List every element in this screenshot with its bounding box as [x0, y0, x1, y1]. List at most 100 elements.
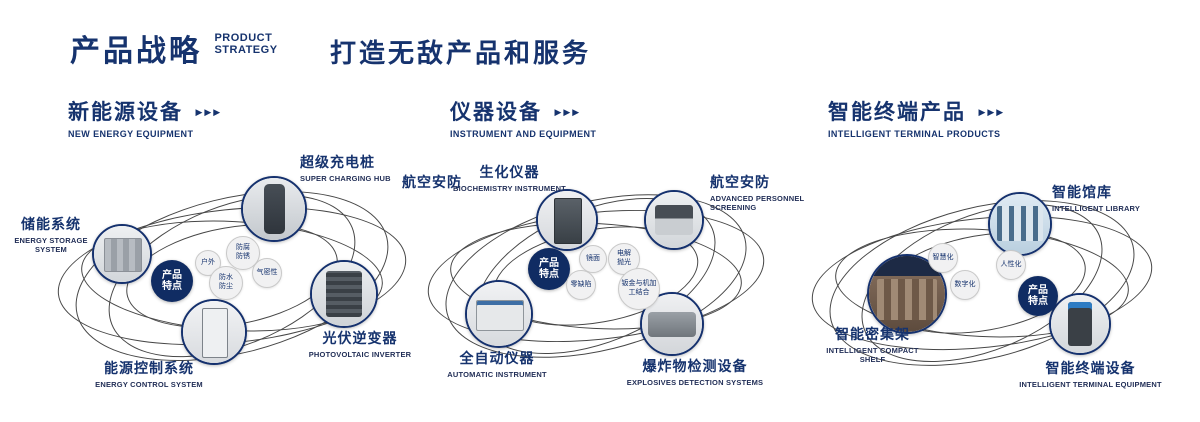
- feature-text: 镜面: [586, 254, 600, 262]
- label-cn: 智能密集架: [835, 326, 910, 342]
- brand-title: 产品战略 PRODUCT STRATEGY: [70, 26, 278, 70]
- product-features-badge: 产品特点: [1018, 276, 1058, 316]
- label-biochemistry-instrument: 生化仪器 BIOCHEMISTRY INSTRUMENT: [452, 162, 567, 193]
- label-en: AUTOMATIC INSTRUMENT: [447, 370, 547, 379]
- node-intelligent-terminal-equipment: [1049, 293, 1111, 355]
- label-intelligent-library: 智能馆库 INTELLIGENT LIBRARY: [1052, 182, 1182, 213]
- slogan: 打造无敌产品和服务: [330, 38, 592, 68]
- label-cn: 航空安防: [402, 174, 462, 190]
- label-photovoltaic-inverter: 光伏逆变器 PHOTOVOLTAIC INVERTER: [300, 328, 420, 359]
- label-en: ADVANCED PERSONNEL SCREENING: [710, 194, 805, 213]
- label-en: ENERGY CONTROL SYSTEM: [95, 380, 203, 389]
- node-intelligent-library: [988, 192, 1052, 256]
- node-energy-control-system: [181, 299, 247, 365]
- page-title-en-line1: PRODUCT: [214, 32, 273, 44]
- page-title-en-line2: STRATEGY: [214, 43, 278, 56]
- feature-text: 气密性: [256, 268, 278, 276]
- label-energy-control-system: 能源控制系统 ENERGY CONTROL SYSTEM: [84, 358, 214, 389]
- node-photovoltaic-inverter: [310, 260, 378, 328]
- label-en: PHOTOVOLTAIC INVERTER: [308, 350, 412, 359]
- badge-text: 产品特点: [1028, 284, 1048, 308]
- feature-bubble: 防腐防锈: [226, 236, 260, 270]
- label-cn: 智能终端设备: [1045, 360, 1136, 376]
- label-energy-storage-system: 储能系统 ENERGY STORAGE SYSTEM: [8, 214, 94, 255]
- label-cn: 储能系统: [21, 216, 81, 232]
- feature-bubble: 智慧化: [928, 243, 958, 273]
- label-cn: 光伏逆变器: [322, 330, 398, 346]
- feature-bubble: 气密性: [252, 258, 282, 288]
- section-title: 智能终端产品: [828, 101, 966, 124]
- product-features-badge: 产品特点: [528, 248, 570, 290]
- label-en: INTELLIGENT COMPACT SHELF: [826, 346, 919, 365]
- node-personnel-screening: [644, 190, 704, 250]
- node-intelligent-compact-shelf: [867, 254, 947, 334]
- section-title: 仪器设备: [450, 101, 542, 124]
- label-personnel-screening: 航空安防 ADVANCED PERSONNEL SCREENING: [710, 172, 830, 213]
- feature-bubble: 钣金与机加工结合: [618, 268, 660, 310]
- label-en: EXPLOSIVES DETECTION SYSTEMS: [626, 378, 764, 387]
- label-en: INTELLIGENT TERMINAL EQUIPMENT: [1019, 380, 1162, 389]
- label-en: INTELLIGENT LIBRARY: [1052, 204, 1141, 213]
- label-explosives-detection: 爆炸物检测设备 EXPLOSIVES DETECTION SYSTEMS: [615, 356, 775, 387]
- label-cn: 能源控制系统: [104, 360, 194, 376]
- section-subtitle: INSTRUMENT AND EQUIPMENT: [450, 129, 597, 139]
- feature-text: 数字化: [954, 280, 976, 288]
- feature-text: 电解抛光: [616, 250, 631, 266]
- node-energy-storage-system: [92, 224, 152, 284]
- label-automatic-instrument: 全自动仪器 AUTOMATIC INSTRUMENT: [432, 348, 562, 379]
- triple-arrow-icon: ▶▶▶: [978, 107, 1006, 117]
- intelligent-library-photo: [990, 194, 1050, 254]
- label-cn: 生化仪器: [479, 164, 540, 180]
- triple-arrow-icon: ▶▶▶: [195, 107, 223, 117]
- feature-text: 户外: [201, 258, 215, 266]
- feature-text: 钣金与机加工结合: [621, 280, 657, 296]
- photovoltaic-inverter-photo: [312, 262, 376, 326]
- node-super-charging-hub: [241, 176, 307, 242]
- feature-bubble: 防水防尘: [209, 266, 243, 300]
- badge-text: 产品特点: [539, 257, 559, 281]
- feature-bubble: 户外: [195, 250, 221, 276]
- label-cn: 超级充电桩: [300, 154, 375, 170]
- feature-text: 防水防尘: [218, 274, 233, 290]
- feature-text: 防腐防锈: [235, 244, 250, 260]
- section-heading-new-energy: 新能源设备 ▶▶▶ NEW ENERGY EQUIPMENT: [68, 96, 222, 139]
- feature-text: 人性化: [1000, 260, 1022, 268]
- node-biochemistry-instrument: [536, 189, 598, 251]
- energy-storage-photo: [94, 226, 150, 282]
- product-features-badge: 产品特点: [151, 260, 193, 302]
- label-aviation-security-extra: 航空安防: [402, 172, 462, 192]
- section-subtitle: NEW ENERGY EQUIPMENT: [68, 129, 194, 139]
- label-intelligent-compact-shelf: 智能密集架 INTELLIGENT COMPACT SHELF: [815, 324, 930, 365]
- section-heading-intelligent-terminal: 智能终端产品 ▶▶▶ INTELLIGENT TERMINAL PRODUCTS: [828, 96, 1005, 139]
- label-cn: 智能馆库: [1052, 184, 1112, 200]
- triple-arrow-icon: ▶▶▶: [554, 107, 582, 117]
- feature-text: 智慧化: [932, 253, 954, 261]
- intelligent-compact-shelf-photo: [869, 256, 945, 332]
- label-cn: 爆炸物检测设备: [642, 358, 748, 374]
- node-automatic-instrument: [465, 280, 533, 348]
- page-title-en: PRODUCT STRATEGY: [214, 32, 278, 56]
- energy-control-photo: [183, 301, 245, 363]
- intelligent-terminal-equipment-photo: [1051, 295, 1109, 353]
- personnel-screening-photo: [646, 192, 702, 248]
- automatic-instrument-photo: [467, 282, 531, 346]
- section-subtitle: INTELLIGENT TERMINAL PRODUCTS: [828, 129, 1001, 139]
- section-heading-instruments: 仪器设备 ▶▶▶ INSTRUMENT AND EQUIPMENT: [450, 96, 596, 139]
- label-intelligent-terminal-equipment: 智能终端设备 INTELLIGENT TERMINAL EQUIPMENT: [1018, 358, 1163, 389]
- section-title: 新能源设备: [68, 101, 183, 124]
- feature-bubble: 人性化: [996, 250, 1026, 280]
- label-en: SUPER CHARGING HUB: [300, 174, 391, 183]
- label-super-charging-hub: 超级充电桩 SUPER CHARGING HUB: [300, 152, 415, 183]
- feature-text: 零缺陷: [570, 280, 592, 288]
- feature-bubble: 镜面: [579, 245, 607, 273]
- feature-bubble: 零缺陷: [566, 270, 596, 300]
- badge-text: 产品特点: [162, 269, 182, 293]
- super-charging-hub-photo: [243, 178, 305, 240]
- page-title: 产品战略: [70, 35, 202, 68]
- label-en: ENERGY STORAGE SYSTEM: [14, 236, 88, 255]
- label-en: BIOCHEMISTRY INSTRUMENT: [453, 184, 566, 193]
- biochemistry-instrument-photo: [538, 191, 596, 249]
- label-cn: 全自动仪器: [459, 350, 535, 366]
- label-cn: 航空安防: [710, 174, 770, 190]
